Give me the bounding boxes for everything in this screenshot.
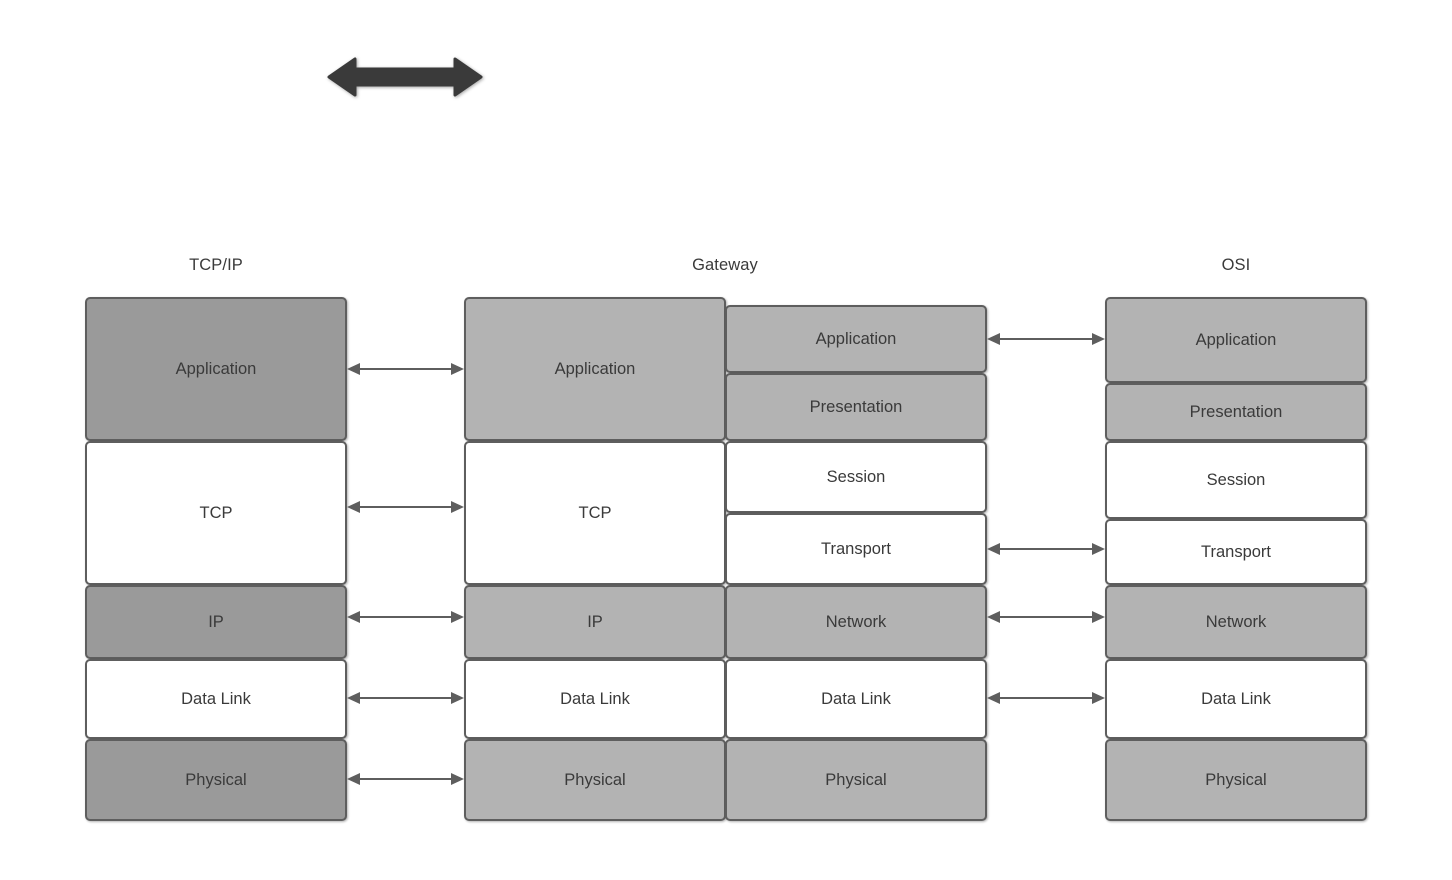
arrowhead-left-icon	[987, 543, 1000, 555]
connector-tcpip-gateway-application	[347, 361, 464, 377]
gateway-right-layer-transport: Transport	[725, 513, 987, 585]
tcpip-layer-data-link: Data Link	[85, 659, 347, 739]
osi-layer-presentation: Presentation	[1105, 383, 1367, 441]
connector-tcpip-gateway-physical	[347, 771, 464, 787]
osi-layer-application: Application	[1105, 297, 1367, 383]
arrowhead-right-icon	[1092, 543, 1105, 555]
column-title-tcpip: TCP/IP	[189, 256, 243, 274]
osi-layer-data-link: Data Link	[1105, 659, 1367, 739]
connector-gateway-osi-data-link	[987, 690, 1105, 706]
gateway-right-layer-presentation: Presentation	[725, 373, 987, 441]
gateway-right-layer-network: Network	[725, 585, 987, 659]
arrow-shaft	[356, 697, 455, 699]
arrow-shaft	[356, 368, 455, 370]
arrowhead-left-icon	[987, 333, 1000, 345]
arrow-shaft	[356, 506, 455, 508]
arrowhead-left-icon	[987, 611, 1000, 623]
arrow-shaft	[996, 548, 1096, 550]
connector-tcpip-gateway-data-link	[347, 690, 464, 706]
gateway-right-layer-application: Application	[725, 305, 987, 373]
arrow-shaft	[356, 778, 455, 780]
gateway-left-layer-ip: IP	[464, 585, 726, 659]
column-title-osi: OSI	[1221, 256, 1251, 274]
gateway-right-layer-physical: Physical	[725, 739, 987, 821]
osi-layer-transport: Transport	[1105, 519, 1367, 585]
arrowhead-right-icon	[451, 611, 464, 623]
connector-tcpip-gateway-tcp	[347, 499, 464, 515]
arrow-shaft	[996, 697, 1096, 699]
arrow-shaft	[996, 338, 1096, 340]
tcpip-layer-physical: Physical	[85, 739, 347, 821]
arrowhead-right-icon	[451, 773, 464, 785]
gateway-left-layer-data-link: Data Link	[464, 659, 726, 739]
arrowhead-right-icon	[451, 501, 464, 513]
arrowhead-left-icon	[347, 773, 360, 785]
column-title-gateway: Gateway	[692, 256, 758, 274]
arrow-shaft	[356, 616, 455, 618]
osi-layer-network: Network	[1105, 585, 1367, 659]
gateway-right-layer-session: Session	[725, 441, 987, 513]
connector-gateway-osi-transport	[987, 541, 1105, 557]
double-headed-arrow-icon	[327, 57, 483, 97]
arrowhead-right-icon	[1092, 333, 1105, 345]
gateway-left-layer-physical: Physical	[464, 739, 726, 821]
connector-gateway-osi-network	[987, 609, 1105, 625]
arrowhead-right-icon	[1092, 692, 1105, 704]
arrowhead-left-icon	[347, 501, 360, 513]
arrowhead-right-icon	[451, 692, 464, 704]
arrowhead-right-icon	[451, 363, 464, 375]
arrowhead-right-icon	[1092, 611, 1105, 623]
connector-gateway-osi-application	[987, 331, 1105, 347]
gateway-left-layer-tcp: TCP	[464, 441, 726, 585]
osi-layer-session: Session	[1105, 441, 1367, 519]
tcpip-layer-tcp: TCP	[85, 441, 347, 585]
arrowhead-left-icon	[347, 363, 360, 375]
arrowhead-left-icon	[987, 692, 1000, 704]
osi-layer-physical: Physical	[1105, 739, 1367, 821]
connector-tcpip-gateway-ip	[347, 609, 464, 625]
gateway-left-layer-application: Application	[464, 297, 726, 441]
arrowhead-left-icon	[347, 611, 360, 623]
tcpip-layer-ip: IP	[85, 585, 347, 659]
gateway-right-layer-data-link: Data Link	[725, 659, 987, 739]
tcpip-layer-application: Application	[85, 297, 347, 441]
arrowhead-left-icon	[347, 692, 360, 704]
arrow-shaft	[996, 616, 1096, 618]
